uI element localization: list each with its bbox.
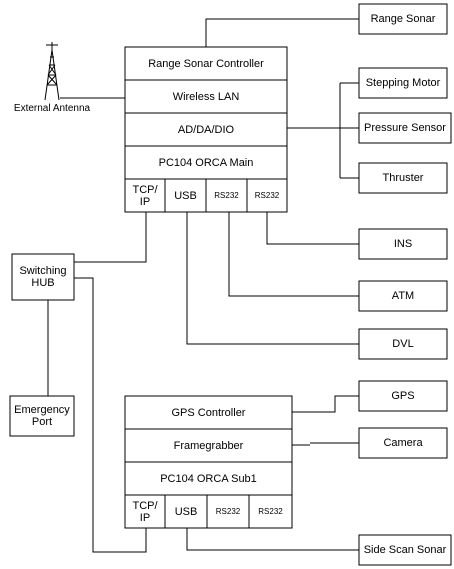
sub-port-label: RS232 (215, 506, 241, 516)
main-cpu-box (124, 145, 288, 180)
ins-link (266, 212, 359, 245)
antenna-icon (44, 42, 60, 101)
main-port-rs232-2 (246, 178, 288, 213)
range-sonar-label: Range Sonar (370, 13, 436, 25)
motor-thruster-bus (339, 82, 359, 179)
side-scan-sonar-box (358, 534, 452, 566)
sub-port-label: RS232 (258, 506, 283, 516)
main-io-label: AD/DA/DIO (177, 123, 235, 136)
sub-port-label: TCP/ IP (132, 499, 158, 524)
gps-label: GPS (391, 390, 415, 402)
main-port-label: RS232 (214, 190, 239, 200)
range-sonar-box (358, 3, 448, 35)
dvl-box (358, 328, 448, 360)
camera-label: Camera (383, 437, 423, 449)
sub-port-rs232-1 (206, 494, 250, 529)
range-sonar-link (205, 18, 359, 47)
main-hub-link (74, 212, 147, 263)
emergency-label: Emergency Port (14, 404, 70, 428)
sub-cpu-box (124, 461, 293, 496)
thruster-box (358, 162, 448, 194)
side-scan-sonar-label: Side Scan Sonar (363, 544, 447, 556)
main-controller-label: Range Sonar Controller (148, 57, 264, 70)
main-port-tcpip (124, 178, 166, 213)
main-port-label: TCP/ IP (132, 183, 158, 208)
hub-sub-link (74, 277, 147, 553)
camera-box (358, 427, 448, 459)
thruster-label: Thruster (382, 172, 424, 184)
main-port-label: USB (174, 189, 197, 202)
camera-link (292, 442, 359, 446)
pressure-sensor-box (358, 112, 452, 144)
side-scan-link (186, 528, 359, 551)
antenna-label: External Antenna (13, 103, 91, 114)
ins-box (358, 228, 448, 260)
main-wlan-label: Wireless LAN (172, 90, 240, 103)
atm-link (228, 212, 359, 297)
ins-label: INS (393, 238, 413, 250)
main-io-box (124, 112, 288, 147)
dvl-label: DVL (392, 338, 414, 350)
sub-port-rs232-2 (248, 494, 293, 529)
atm-label: ATM (391, 290, 415, 302)
sub-port-tcpip (124, 494, 166, 529)
main-cpu-label: PC104 ORCA Main (158, 156, 254, 169)
sub-port-usb (164, 494, 208, 529)
sub-framegrabber-box (124, 428, 293, 463)
sub-port-label: USB (174, 505, 198, 518)
dvl-link (186, 212, 359, 345)
stepping-motor-box (358, 67, 448, 99)
hub-label: Switching HUB (19, 265, 67, 289)
main-port-rs232-1 (205, 178, 248, 213)
main-port-label: RS232 (254, 190, 280, 200)
gps-link (292, 395, 359, 413)
main-port-usb (164, 178, 207, 213)
sub-controller-label: GPS Controller (171, 406, 246, 419)
sub-framegrabber-label: Framegrabber (173, 439, 244, 452)
hub-box (11, 253, 75, 301)
gps-box (358, 380, 448, 412)
pressure-sensor-label: Pressure Sensor (364, 122, 446, 134)
emergency-box (9, 395, 75, 437)
sub-cpu-label: PC104 ORCA Sub1 (160, 472, 257, 485)
stepping-motor-label: Stepping Motor (365, 77, 441, 89)
main-wlan-box (124, 79, 288, 114)
